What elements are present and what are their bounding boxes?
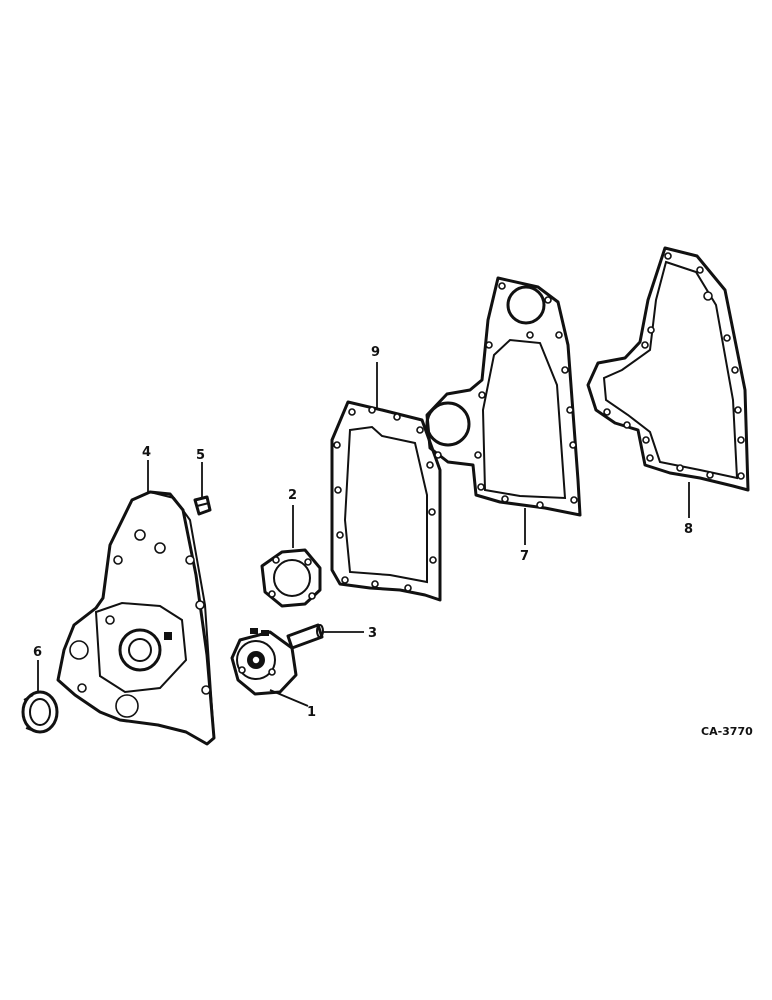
callout-2: 2 — [288, 488, 297, 503]
leader-1 — [269, 689, 309, 707]
dowel-pin-part — [286, 623, 324, 650]
thin-plate-part — [260, 548, 322, 608]
callout-4: 4 — [142, 445, 151, 460]
pump-rotor-part — [230, 628, 298, 696]
seal-part — [21, 690, 59, 734]
front-cover-part — [56, 490, 216, 746]
plug-part — [193, 495, 212, 516]
callout-8: 8 — [684, 522, 693, 537]
callout-9: 9 — [371, 345, 380, 360]
callout-6: 6 — [33, 645, 42, 660]
callout-1: 1 — [307, 705, 316, 720]
gasket-8-part — [586, 246, 750, 492]
diagram-code: CA-3770 — [701, 725, 753, 738]
callout-3: 3 — [368, 626, 377, 641]
callout-7: 7 — [520, 549, 529, 564]
gasket-9-part — [330, 400, 442, 602]
gasket-7-part — [425, 276, 582, 517]
callout-5: 5 — [196, 448, 205, 463]
leader-lines — [37, 362, 690, 707]
